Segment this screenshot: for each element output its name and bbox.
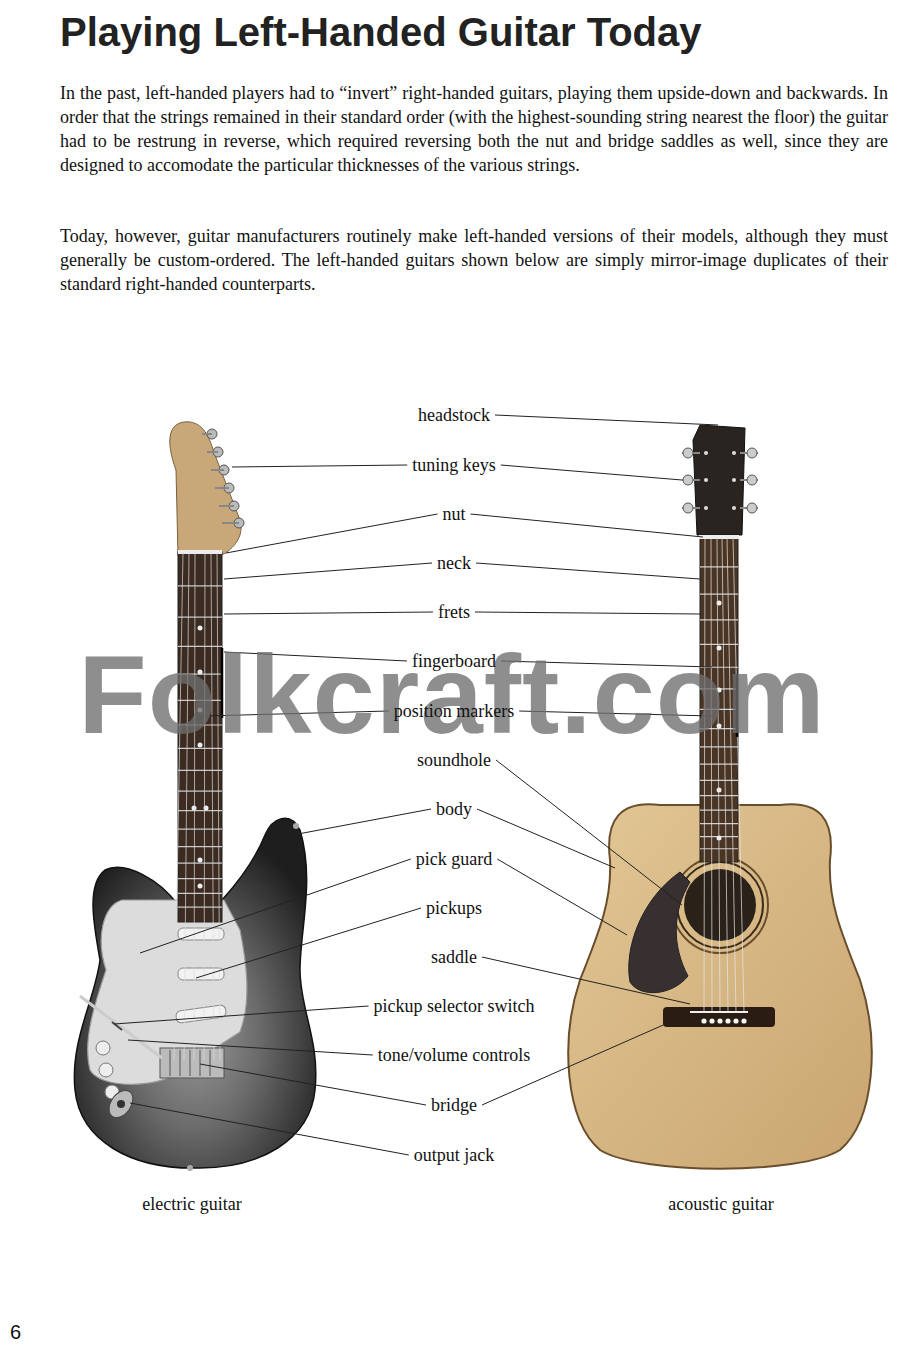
fret [178, 878, 222, 879]
leader-line [475, 612, 700, 614]
leader-line [224, 612, 433, 614]
fret [178, 862, 222, 863]
leader-line [196, 908, 421, 978]
fret [178, 770, 222, 771]
leader-line [114, 1006, 369, 1024]
part-label: position markers [394, 700, 514, 722]
leader-line [496, 760, 682, 905]
part-label: body [436, 798, 472, 820]
fret [178, 893, 222, 894]
page-title: Playing Left-Handed Guitar Today [60, 10, 702, 55]
leader-line [497, 859, 627, 935]
leader-line [476, 563, 700, 579]
body-paragraph: In the past, left-handed players had to … [60, 81, 888, 177]
part-label: neck [437, 552, 471, 574]
leader-line [298, 809, 431, 834]
part-label: pickup selector switch [374, 995, 535, 1017]
leader-line [477, 809, 615, 868]
leader-line [226, 514, 437, 553]
leader-line [224, 563, 432, 579]
part-label: tone/volume controls [378, 1044, 530, 1066]
fret [178, 810, 222, 811]
fret [700, 594, 738, 595]
leader-line [495, 415, 718, 425]
fret [178, 846, 222, 847]
part-label: tuning keys [412, 454, 496, 476]
page-number: 6 [10, 1321, 21, 1344]
part-label: soundhole [417, 749, 491, 771]
part-label: bridge [431, 1094, 477, 1116]
watermark: Folkcraft.com [78, 630, 825, 759]
fret [700, 763, 738, 764]
fret [700, 795, 738, 796]
acoustic-guitar [568, 425, 871, 1169]
fret [178, 585, 222, 586]
part-label: frets [438, 601, 470, 623]
figure-caption: electric guitar [142, 1194, 241, 1215]
leader-line [501, 465, 682, 480]
leader-line [130, 1103, 409, 1155]
fret [700, 619, 738, 620]
fret [178, 829, 222, 830]
leader-line [200, 1064, 426, 1105]
part-label: saddle [431, 946, 477, 968]
fret [700, 780, 738, 781]
part-label: pick guard [416, 848, 492, 870]
body-paragraph: Today, however, guitar manufacturers rou… [60, 224, 888, 296]
figure-caption: acoustic guitar [668, 1194, 773, 1215]
leader-line [232, 465, 407, 467]
part-label: output jack [414, 1144, 494, 1166]
electric-guitar [74, 422, 315, 1171]
leader-line [471, 514, 703, 537]
leader-line [128, 1040, 373, 1055]
fret [700, 566, 738, 567]
leader-line [140, 859, 411, 953]
fret [178, 616, 222, 617]
part-label: fingerboard [412, 650, 496, 672]
part-label: headstock [418, 404, 490, 426]
fret [178, 907, 222, 908]
part-label: nut [442, 503, 465, 525]
part-label: pickups [426, 897, 482, 919]
fret [178, 790, 222, 791]
